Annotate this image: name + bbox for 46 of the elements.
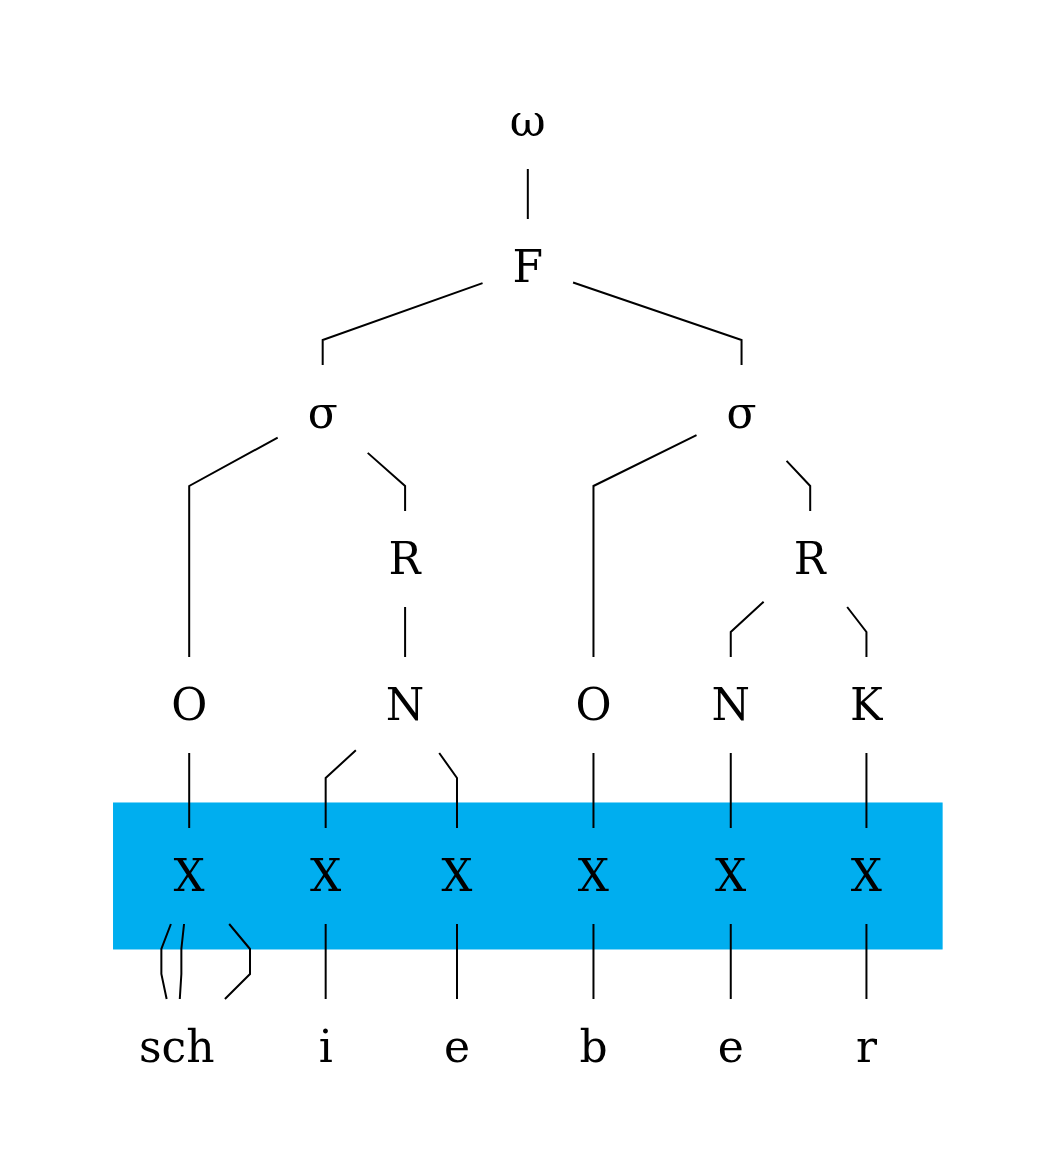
node-text: e	[717, 1020, 744, 1072]
node-text: b	[579, 1020, 608, 1072]
connector	[592, 923, 595, 1000]
connector	[438, 752, 458, 829]
connector	[223, 923, 251, 1000]
node-text: X	[309, 849, 342, 901]
node-text: i	[318, 1020, 333, 1072]
connector	[404, 606, 407, 658]
connector	[729, 600, 765, 658]
connector	[188, 752, 191, 829]
node-text: N	[385, 678, 425, 730]
connector	[188, 436, 279, 658]
node-text: O	[171, 678, 208, 730]
connector	[592, 434, 698, 658]
node-text: X	[577, 849, 610, 901]
connector	[729, 923, 732, 1000]
connector	[846, 606, 868, 658]
node-text: X	[173, 849, 205, 901]
connector	[321, 282, 484, 366]
node-text: ω	[509, 95, 546, 146]
node-text: O	[575, 678, 612, 730]
connector	[178, 923, 185, 1000]
node-text: X	[441, 849, 473, 901]
node-text: σ	[307, 387, 338, 438]
node-text: X	[850, 849, 883, 901]
node-text: X	[715, 849, 747, 901]
connector	[729, 752, 732, 829]
connector	[865, 752, 868, 829]
node-text: N	[711, 678, 750, 730]
node-text: K	[849, 678, 883, 730]
connector	[572, 281, 743, 366]
cluster	[112, 802, 943, 950]
connector	[324, 923, 327, 1000]
node-text: F	[512, 241, 544, 292]
connector	[324, 749, 357, 829]
node-text: r	[855, 1020, 877, 1072]
connector	[526, 168, 529, 220]
connector	[865, 923, 868, 1000]
connector	[366, 451, 407, 512]
connector	[455, 923, 458, 1000]
connector	[160, 923, 172, 1000]
node-text: σ	[726, 387, 757, 438]
connector	[592, 752, 595, 829]
node-text: e	[443, 1020, 470, 1072]
node-text: sch	[138, 1020, 215, 1072]
connector	[785, 459, 812, 512]
